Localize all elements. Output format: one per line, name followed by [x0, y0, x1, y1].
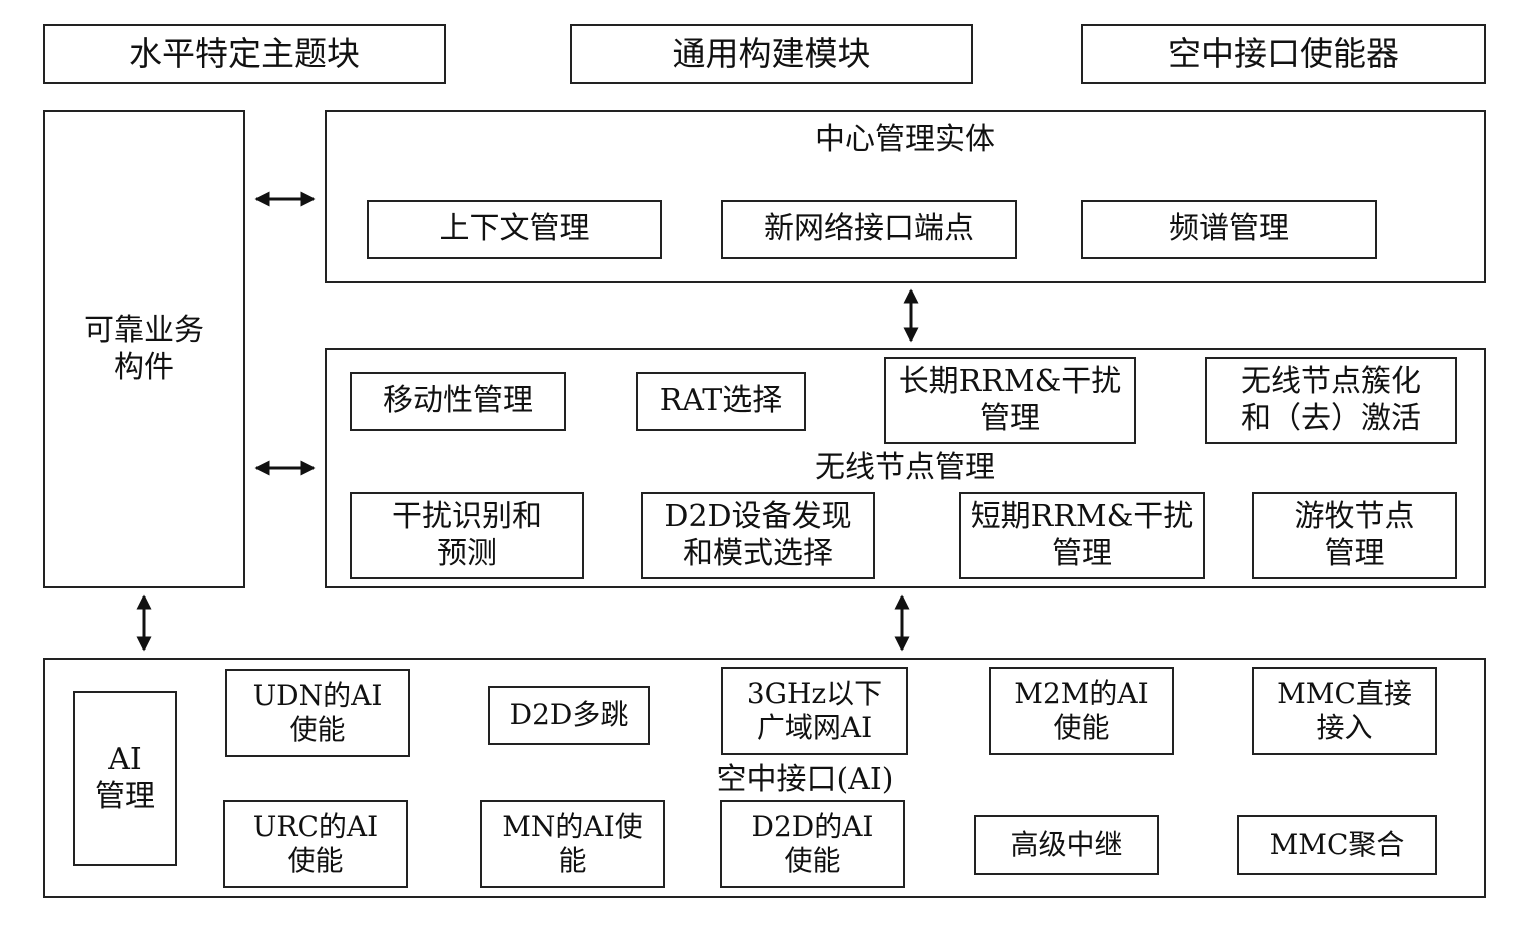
node-clustering-label: 无线节点簇化 和（去）激活: [1241, 363, 1421, 436]
reliable-service-box: [43, 110, 245, 588]
legend-horizontal-topic-box: [43, 24, 446, 84]
context-management-box: [367, 200, 662, 259]
mn-ai-box: [480, 800, 665, 888]
rat-selection-label: RAT选择: [659, 383, 783, 419]
legend-common-module-label: 通用构建模块: [672, 33, 871, 73]
mmc-direct-access-label: MMC直接 接入: [1277, 676, 1412, 744]
d2d-ai-box: [720, 800, 905, 888]
short-term-rrm-box: [959, 492, 1205, 579]
air-interface-title: 空中接口(AI): [716, 761, 894, 797]
legend-common-module-box: [570, 24, 973, 84]
new-network-interface-endpoint-box: [721, 200, 1017, 259]
mmc-direct-access-box: [1252, 667, 1437, 755]
nomadic-node-label: 游牧节点 管理: [1294, 498, 1415, 571]
d2d-discovery-box: [641, 492, 875, 579]
legend-air-interface-enabler-label: 空中接口使能器: [1168, 33, 1399, 73]
spectrum-management-box: [1081, 200, 1377, 259]
advanced-relay-label: 高级中继: [1010, 827, 1123, 861]
mobility-management-box: [350, 372, 566, 431]
urc-ai-label: URC的AI 使能: [252, 809, 379, 877]
rat-selection-box: [636, 372, 806, 431]
interference-prediction-box: [350, 492, 584, 579]
legend-horizontal-topic-label: 水平特定主题块: [129, 33, 360, 73]
ai-management-box: [73, 691, 177, 866]
sub-3ghz-wide-area-ai-box: [721, 667, 908, 755]
d2d-multihop-label: D2D多跳: [509, 698, 629, 732]
interference-prediction-label: 干扰识别和 预测: [392, 498, 542, 571]
urc-ai-box: [223, 800, 408, 888]
udn-ai-box: [225, 669, 410, 757]
long-term-rrm-box: [884, 357, 1136, 444]
mn-ai-label: MN的AI使 能: [502, 809, 643, 877]
mmc-aggregation-label: MMC聚合: [1269, 827, 1405, 861]
nomadic-node-box: [1252, 492, 1457, 579]
central-management-title: 中心管理实体: [815, 121, 995, 157]
reliable-service-label: 可靠业务 构件: [84, 313, 204, 385]
radio-node-management-title: 无线节点管理: [815, 449, 995, 485]
m2m-ai-box: [989, 667, 1174, 755]
d2d-ai-label: D2D的AI 使能: [751, 809, 874, 877]
advanced-relay-box: [974, 815, 1159, 875]
sub-3ghz-wide-area-ai-label: 3GHz以下 广域网AI: [746, 676, 883, 744]
d2d-discovery-label: D2D设备发现 和模式选择: [664, 498, 852, 571]
context-management-label: 上下文管理: [439, 211, 590, 247]
mmc-aggregation-box: [1237, 815, 1437, 875]
d2d-multihop-box: [488, 686, 650, 745]
m2m-ai-label: M2M的AI 使能: [1014, 676, 1149, 744]
mobility-management-label: 移动性管理: [383, 383, 533, 419]
spectrum-management-label: 频谱管理: [1169, 211, 1289, 247]
node-clustering-box: [1205, 357, 1457, 444]
long-term-rrm-label: 长期RRM&干扰 管理: [898, 363, 1122, 436]
ai-management-label: AI 管理: [95, 741, 155, 814]
udn-ai-label: UDN的AI 使能: [252, 678, 383, 746]
legend-air-interface-enabler-box: [1081, 24, 1486, 84]
new-network-interface-endpoint-label: 新网络接口端点: [764, 211, 974, 247]
short-term-rrm-label: 短期RRM&干扰 管理: [970, 498, 1194, 571]
